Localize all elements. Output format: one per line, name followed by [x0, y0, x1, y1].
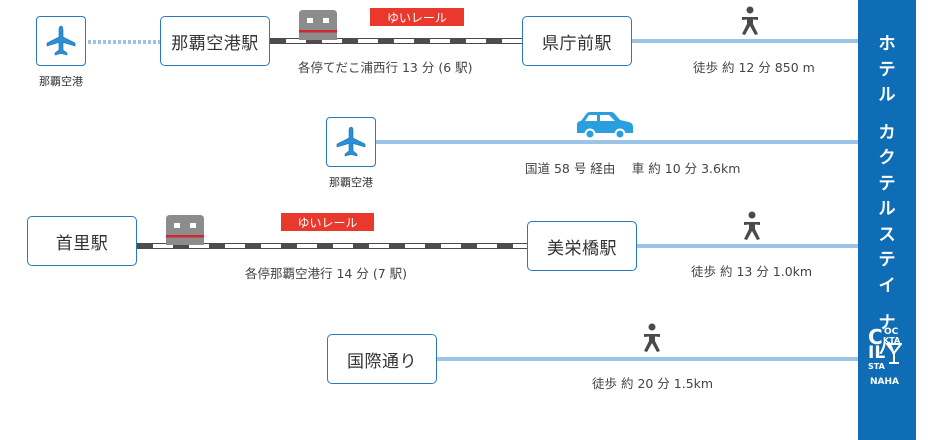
hotel-name-char: [858, 109, 916, 121]
walking-person-icon: [742, 6, 758, 35]
hotel-name-char: ル: [878, 199, 896, 219]
hotel-name-char: ナ: [878, 313, 896, 333]
walk-caption: 徒歩 約 12 分 850 m: [693, 60, 815, 75]
airport-icon-box-2: [326, 117, 376, 167]
logo-il: IL: [868, 343, 886, 363]
cocktail-glass-icon: [886, 343, 902, 364]
dotted-connector: [88, 40, 160, 44]
hotel-name-char: ス: [878, 224, 896, 245]
station-shuri[interactable]: 首里駅: [27, 216, 137, 266]
drive-line: [376, 140, 858, 144]
hotel-name-char: テ: [878, 250, 896, 270]
walk-line: [632, 39, 858, 43]
yui-rail-badge-2: ゆいレール: [281, 213, 374, 231]
rail-track-2: [137, 243, 527, 249]
logo-sta: STA: [868, 362, 885, 371]
hotel-name-char: ホ: [878, 34, 896, 54]
airplane-icon: [46, 25, 76, 56]
rail-track: [270, 38, 522, 44]
origin-airport-label: 那覇空港: [39, 75, 83, 88]
hotel-name-char: テ: [878, 59, 896, 80]
logo-big-c: C: [868, 325, 883, 349]
walk-line-3: [437, 357, 858, 361]
hotel-name-char: カ: [878, 122, 896, 143]
origin-airport-label-2: 那覇空港: [329, 176, 373, 189]
logo-naha: NAHA: [870, 377, 899, 387]
station-miebashi[interactable]: 美栄橋駅: [527, 221, 637, 271]
car-icon: [577, 112, 633, 140]
station-naha-airport[interactable]: 那覇空港駅: [160, 16, 270, 66]
hotel-name-char: [858, 299, 916, 311]
walk-caption-2: 徒歩 約 13 分 1.0km: [691, 264, 813, 279]
logo-oc: OC: [884, 327, 899, 337]
monorail-train-icon: [299, 10, 337, 40]
yui-rail-badge: ゆいレール: [370, 8, 464, 26]
hotel-destination-bar: ホ テ ル カ ク テ ル ス テ イ ナ ハ C OC KTA IL STA …: [858, 0, 916, 440]
hotel-name-char: ル: [878, 85, 896, 105]
walk-caption-3: 徒歩 約 20 分 1.5km: [592, 376, 714, 391]
rail-caption-2: 各停那覇空港行 14 分 (7 駅): [245, 266, 408, 281]
hotel-name-char: ク: [878, 148, 896, 168]
monorail-train-icon: [166, 215, 204, 245]
hotel-name-char: テ: [878, 173, 896, 194]
walking-person-icon: [744, 211, 760, 240]
airport-icon-box: [36, 16, 86, 66]
walk-line-2: [637, 244, 858, 248]
airplane-icon: [336, 126, 366, 157]
station-kokusai-dori[interactable]: 国際通り: [327, 334, 437, 384]
station-kencho-mae[interactable]: 県庁前駅: [522, 16, 632, 66]
hotel-name-char: イ: [878, 275, 896, 296]
cocktail-stay-logo: C OC KTA IL STA NAHA: [868, 327, 908, 397]
logo-kta: KTA: [883, 336, 901, 345]
drive-caption: 国道 58 号 経由 車 約 10 分 3.6km: [525, 161, 741, 176]
hotel-name: ホ テ ル カ ク テ ル ス テ イ ナ ハ: [858, 32, 916, 362]
walking-person-icon: [644, 323, 660, 352]
rail-caption: 各停てだこ浦西行 13 分 (6 駅): [298, 60, 473, 75]
